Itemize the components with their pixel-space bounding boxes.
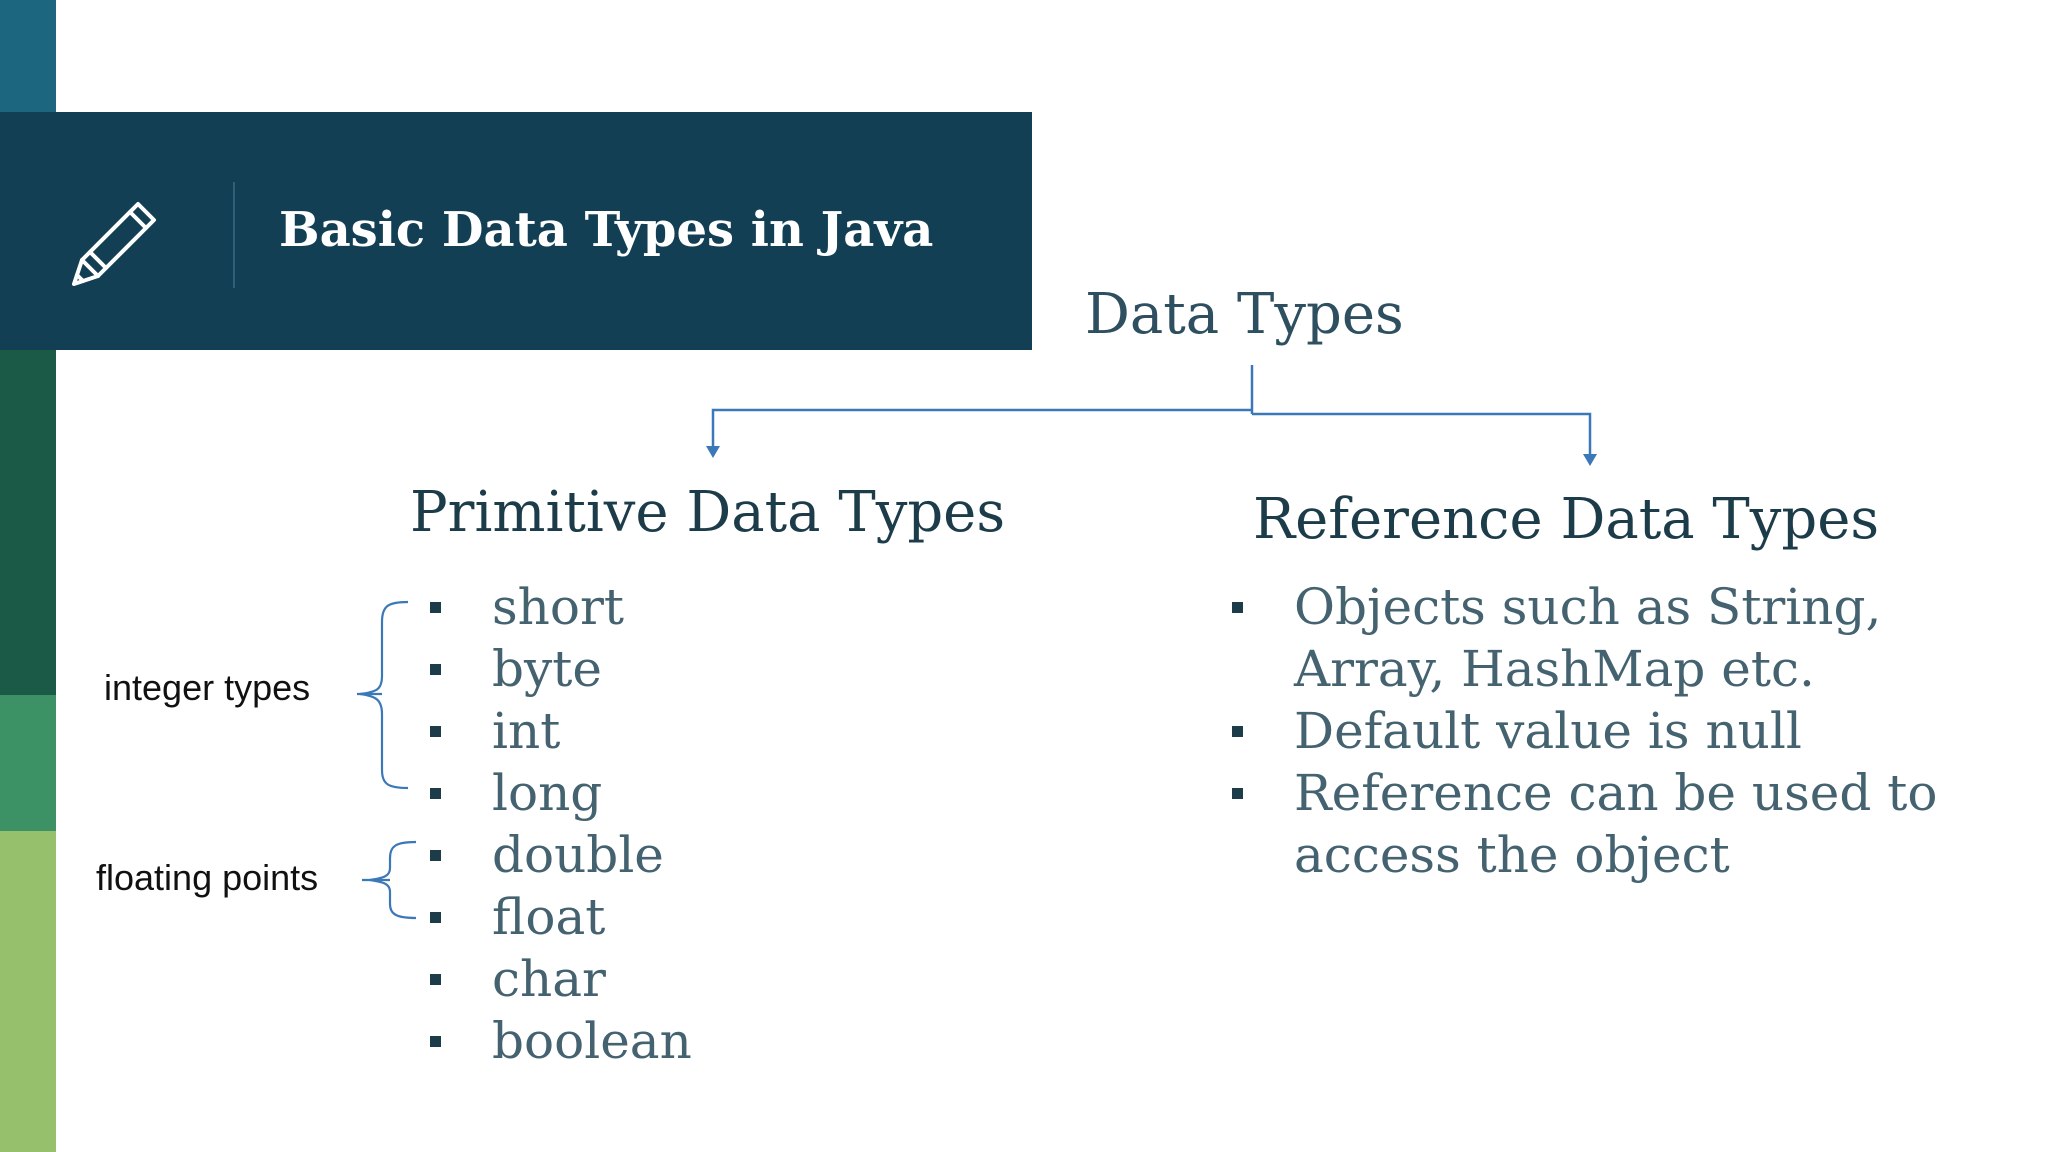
bullet-icon xyxy=(430,726,441,737)
list-item-label: float xyxy=(492,888,606,946)
list-item: boolean xyxy=(430,1010,692,1072)
root-connector xyxy=(711,365,1592,456)
list-item-label: int xyxy=(492,702,561,760)
list-item: short xyxy=(430,576,692,638)
list-item: float xyxy=(430,886,692,948)
list-item-label: access the object xyxy=(1294,826,1730,884)
page-title: Basic Data Types in Java xyxy=(279,202,934,258)
list-item-label: long xyxy=(492,764,603,822)
list-item: long xyxy=(430,762,692,824)
list-item-label: boolean xyxy=(492,1012,692,1070)
left-strip-segment xyxy=(0,695,56,831)
title-banner xyxy=(0,112,1032,350)
list-item: double xyxy=(430,824,692,886)
bullet-icon xyxy=(1232,726,1243,737)
list-item: Default value is null xyxy=(1232,700,1937,762)
floating-points-label: floating points xyxy=(96,857,319,898)
list-item: int xyxy=(430,700,692,762)
header-divider xyxy=(233,182,235,288)
reference-heading: Reference Data Types xyxy=(1253,487,1880,552)
bullet-icon xyxy=(1232,602,1243,613)
left-strip-segment xyxy=(0,350,56,695)
bullet-icon xyxy=(430,602,441,613)
bullet-icon xyxy=(430,912,441,923)
primitive-heading: Primitive Data Types xyxy=(410,480,1006,545)
bullet-icon xyxy=(430,1036,441,1047)
bullet-icon xyxy=(430,664,441,675)
arrow-down-icon xyxy=(706,446,720,458)
bullet-icon xyxy=(1232,788,1243,799)
list-item-label: Reference can be used to xyxy=(1294,764,1938,822)
primitive-list: short byte int long double float char bo… xyxy=(430,576,692,1072)
integer-types-label: integer types xyxy=(104,667,311,708)
bullet-icon xyxy=(430,850,441,861)
list-item-label: char xyxy=(492,950,606,1008)
list-item: Reference can be used to access the obje… xyxy=(1232,762,1937,886)
bullet-icon xyxy=(430,974,441,985)
root-node-label: Data Types xyxy=(1085,282,1404,347)
list-item-label: double xyxy=(492,826,664,884)
bullet-icon xyxy=(430,788,441,799)
arrow-down-icon xyxy=(1583,454,1597,466)
list-item-label: Default value is null xyxy=(1294,702,1802,760)
pencil-icon xyxy=(68,190,168,290)
list-item-label: short xyxy=(492,578,624,636)
list-item: Objects such as String, Array, HashMap e… xyxy=(1232,576,1937,700)
list-item: char xyxy=(430,948,692,1010)
left-strip-segment xyxy=(0,0,56,112)
list-item-label: Objects such as String, xyxy=(1294,578,1882,636)
list-item: byte xyxy=(430,638,692,700)
list-item-label: byte xyxy=(492,640,602,698)
left-strip-segment xyxy=(0,831,56,1152)
list-item-label: Array, HashMap etc. xyxy=(1294,640,1815,698)
reference-list: Objects such as String, Array, HashMap e… xyxy=(1232,576,1937,886)
